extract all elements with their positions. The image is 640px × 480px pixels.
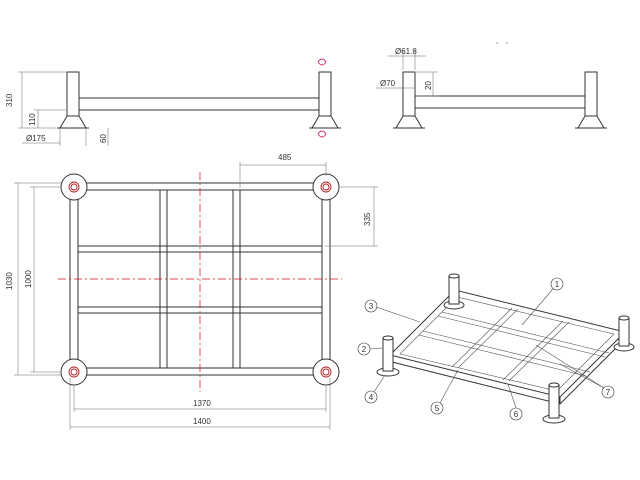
left-post-r	[402, 71, 416, 117]
dim-1030: 1030	[5, 272, 14, 290]
horizontal-bar-r	[414, 95, 586, 109]
svg-text:7: 7	[606, 388, 611, 397]
dim-bar-height: 20	[424, 81, 433, 90]
left-post	[66, 71, 80, 117]
dim-height-bar: 110	[28, 113, 37, 126]
marker-top	[317, 58, 327, 66]
svg-text:3: 3	[369, 302, 374, 311]
side-view-right: Ø61.8 Ø70 20	[376, 42, 607, 129]
horizontal-bar	[78, 97, 320, 111]
dim-foot-diameter: Ø175	[26, 134, 46, 143]
dim-height-total: 310	[5, 93, 14, 107]
iso-post-back-right	[613, 315, 635, 352]
iso-post-front-right	[542, 382, 566, 424]
corner-post-br	[312, 358, 340, 386]
dim-1000: 1000	[24, 270, 33, 288]
right-post-r	[584, 71, 598, 117]
isometric-view: 1 2 3 4 5 6 7	[357, 273, 635, 424]
side-view-left: 310 110 Ø175 60	[5, 58, 341, 146]
svg-text:1: 1	[555, 280, 560, 289]
dim-485: 485	[278, 153, 292, 162]
iso-post-front-left	[376, 335, 400, 377]
top-view: 485 335 1030 1000 1370 1400	[5, 153, 378, 430]
balloon-5: 5	[430, 401, 444, 415]
balloon-4: 4	[364, 390, 378, 404]
corner-post-bl	[60, 358, 88, 386]
iso-frame-outer	[389, 289, 626, 398]
dim-bar-diameter: Ø70	[380, 79, 396, 88]
marker-bottom	[317, 130, 327, 138]
iso-post-back-left	[443, 273, 465, 310]
svg-text:5: 5	[435, 404, 440, 413]
dim-1370: 1370	[193, 399, 211, 408]
dim-335: 335	[363, 212, 372, 226]
corner-post-tl	[60, 173, 88, 201]
balloon-1: 1	[550, 277, 564, 291]
balloon-7: 7	[601, 385, 615, 399]
svg-text:6: 6	[514, 410, 519, 419]
dim-1400: 1400	[193, 417, 211, 426]
right-foot	[311, 115, 339, 129]
balloon-2: 2	[357, 342, 371, 356]
right-post	[318, 71, 332, 117]
svg-text:2: 2	[362, 345, 367, 354]
left-foot	[59, 115, 87, 129]
dim-post-diameter: Ø61.8	[395, 47, 417, 56]
svg-text:4: 4	[369, 393, 374, 402]
dim-foot-height: 60	[99, 134, 108, 143]
corner-post-tr	[312, 173, 340, 201]
balloon-3: 3	[364, 299, 378, 313]
balloon-6: 6	[509, 407, 523, 421]
